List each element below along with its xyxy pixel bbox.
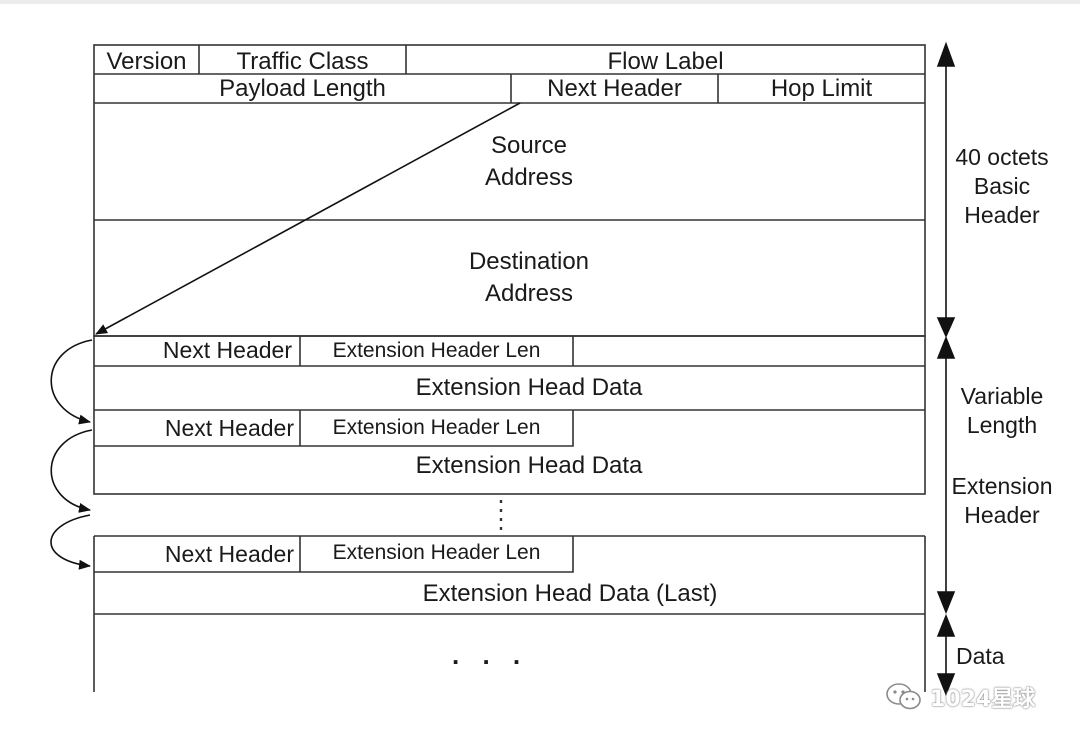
arrow-head-up	[936, 41, 956, 67]
ext3-header-len: Extension Header Len	[332, 541, 541, 565]
traffic-class-field: Traffic Class	[236, 48, 369, 76]
ext2-next-header: Next Header	[164, 415, 294, 442]
version-field: Version	[106, 48, 187, 76]
arrow-head-down	[936, 673, 956, 697]
extension-headers-box	[93, 335, 926, 495]
data-ellipsis: . . .	[452, 640, 529, 670]
arrow-head-down	[936, 317, 956, 338]
flow-label-field: Flow Label	[607, 48, 724, 76]
field-outline	[94, 410, 574, 447]
top-border	[0, 0, 1080, 4]
watermark: 1024星球	[884, 682, 1035, 712]
ext1-next-header: Next Header	[162, 336, 292, 363]
watermark-text: 1024星球	[930, 687, 1036, 712]
chain-arrow	[50, 429, 93, 513]
data-label: Data	[956, 643, 1005, 669]
next-header-arrow	[95, 102, 521, 335]
ext1-header-len: Extension Header Len	[332, 339, 541, 363]
next-header-field: Next Header	[547, 74, 682, 102]
ext2-header-len: Extension Header Len	[332, 416, 541, 440]
ext1-data: Extension Head Data	[415, 374, 643, 402]
arrow-head-up	[936, 335, 956, 359]
extension-header-label: Extension Header	[951, 473, 1053, 528]
chain-arrow	[50, 514, 91, 570]
hop-limit-field: Hop Limit	[770, 74, 873, 102]
ext2-data: Extension Head Data	[415, 452, 643, 480]
payload-length-field: Payload Length	[219, 74, 386, 102]
ext3-data: Extension Head Data (Last)	[422, 580, 718, 608]
arrow-head-down	[936, 591, 956, 615]
field-outline	[94, 536, 574, 573]
arrow-head-up	[936, 613, 956, 637]
chain-arrow	[50, 339, 93, 425]
ext3-next-header: Next Header	[164, 541, 294, 568]
variable-length-label: Variable Length	[960, 383, 1044, 438]
destination-address-field: Destination Address	[468, 248, 590, 307]
wechat-icon	[886, 683, 921, 710]
source-address-field: Source Address	[484, 131, 574, 191]
basic-header-label: 40 octets Basic Header	[955, 144, 1049, 228]
